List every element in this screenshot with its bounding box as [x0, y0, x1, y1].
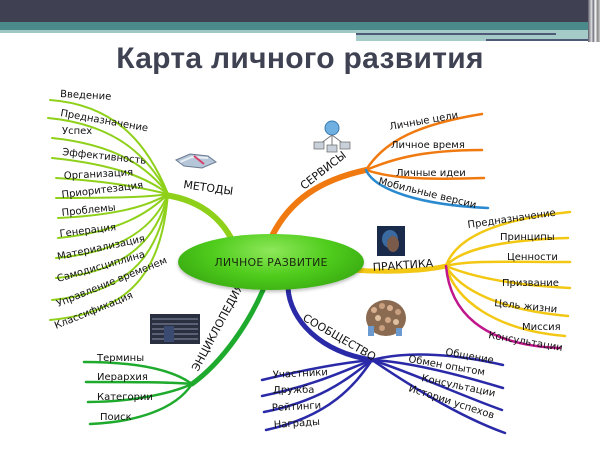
branch-encyclopedia — [82, 287, 266, 426]
library-icon — [150, 314, 200, 344]
page-title: Карта личного развития — [116, 42, 484, 75]
community-item[interactable]: Участники — [273, 367, 329, 381]
methods-items: Введение Предназначение Успех Эффективно… — [53, 89, 169, 332]
slide-edge-decoration — [588, 0, 600, 42]
slide-header-bar — [0, 0, 600, 22]
services-item[interactable]: Мобильные версии — [377, 176, 477, 211]
book-icon — [175, 153, 217, 169]
practice-item[interactable]: Предназначение — [467, 208, 557, 231]
person-photo-icon — [377, 226, 405, 256]
encyclopedia-item[interactable]: Иерархия — [97, 372, 148, 383]
slide-accent-block — [356, 30, 600, 41]
central-node[interactable]: ЛИЧНОЕ РАЗВИТИЕ — [178, 234, 364, 290]
central-node-label: ЛИЧНОЕ РАЗВИТИЕ — [214, 255, 328, 269]
slide-accent-line — [356, 33, 556, 35]
practice-item[interactable]: Ценности — [507, 252, 558, 263]
encyclopedia-item[interactable]: Термины — [96, 353, 144, 364]
community-item[interactable]: Награды — [273, 417, 320, 431]
methods-item[interactable]: Успех — [62, 126, 92, 137]
practice-item[interactable]: Принципы — [500, 232, 555, 243]
slide-accent-line — [486, 39, 592, 41]
community-item[interactable]: Дружба — [273, 385, 314, 396]
methods-item[interactable]: Организация — [64, 167, 134, 182]
branch-label-methods[interactable]: МЕТОДЫ — [183, 178, 234, 198]
practice-item[interactable]: Цель жизни — [494, 298, 558, 316]
branch-methods — [47, 99, 243, 321]
encyclopedia-item[interactable]: Категории — [97, 392, 153, 403]
slide-accent-stripe — [0, 22, 600, 30]
crowd-icon — [366, 300, 406, 336]
methods-item[interactable]: Введение — [60, 89, 112, 103]
methods-item[interactable]: Генерация — [59, 222, 117, 240]
practice-item[interactable]: Миссия — [522, 322, 561, 333]
branch-practice — [349, 210, 572, 350]
branch-services — [269, 112, 490, 239]
encyclopedia-item[interactable]: Поиск — [100, 412, 132, 423]
slide-accent-stripe-light — [0, 30, 356, 33]
network-icon — [313, 120, 351, 153]
practice-item[interactable]: Призвание — [502, 278, 559, 289]
community-item[interactable]: Рейтинги — [272, 400, 322, 414]
services-item[interactable]: Личные идеи — [396, 168, 466, 179]
services-item[interactable]: Личные цели — [389, 110, 459, 133]
services-item[interactable]: Личное время — [391, 140, 465, 151]
branch-community — [260, 285, 507, 435]
branch-label-practice[interactable]: ПРАКТИКА — [372, 257, 434, 274]
